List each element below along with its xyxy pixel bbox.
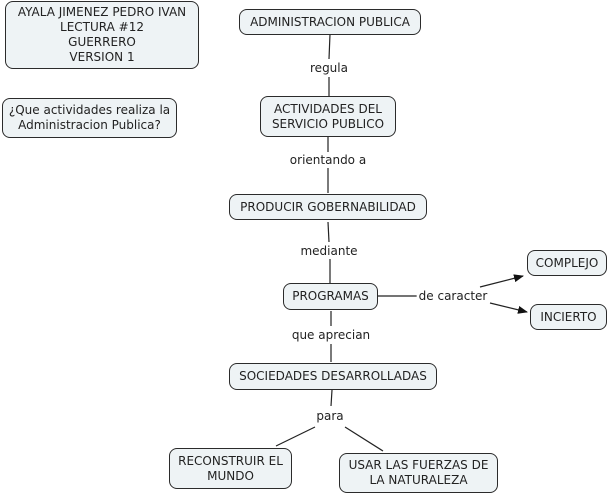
arrow-to-incierto xyxy=(489,302,528,314)
node-usar-fuerzas-naturaleza[interactable]: USAR LAS FUERZAS DE LA NATURALEZA xyxy=(339,453,498,493)
arrow-to-complejo xyxy=(479,274,524,288)
linking-phrase-regula[interactable]: regula xyxy=(308,61,350,75)
line-para-to-reconstruir xyxy=(275,426,316,447)
author-info-node[interactable]: AYALA JIMENEZ PEDRO IVAN LECTURA #12 GUE… xyxy=(5,1,199,69)
node-actividades-servicio-publico[interactable]: ACTIVIDADES DEL SERVICIO PUBLICO xyxy=(260,96,396,137)
linking-phrase-mediante[interactable]: mediante xyxy=(298,244,360,258)
linking-phrase-de-caracter[interactable]: de caracter xyxy=(416,289,490,303)
node-complejo[interactable]: COMPLEJO xyxy=(527,250,607,276)
line-para-to-usar xyxy=(344,426,384,452)
node-incierto[interactable]: INCIERTO xyxy=(530,304,607,330)
line-admin-to-regula xyxy=(328,33,331,60)
line-sociedades-to-para xyxy=(330,389,333,407)
question-node[interactable]: ¿Que actividades realiza la Administraci… xyxy=(2,98,177,138)
linking-phrase-para[interactable]: para xyxy=(314,409,346,423)
node-programas[interactable]: PROGRAMAS xyxy=(283,283,378,310)
line-gobernabilidad-to-mediante xyxy=(327,221,330,243)
linking-phrase-que-aprecian[interactable]: que aprecian xyxy=(289,328,373,342)
node-producir-gobernabilidad[interactable]: PRODUCIR GOBERNABILIDAD xyxy=(229,194,427,220)
node-sociedades-desarrolladas[interactable]: SOCIEDADES DESARROLLADAS xyxy=(229,363,437,390)
node-administracion-publica[interactable]: ADMINISTRACION PUBLICA xyxy=(239,9,421,35)
node-reconstruir-mundo[interactable]: RECONSTRUIR EL MUNDO xyxy=(169,448,292,489)
linking-phrase-orientando-a[interactable]: orientando a xyxy=(287,153,369,167)
